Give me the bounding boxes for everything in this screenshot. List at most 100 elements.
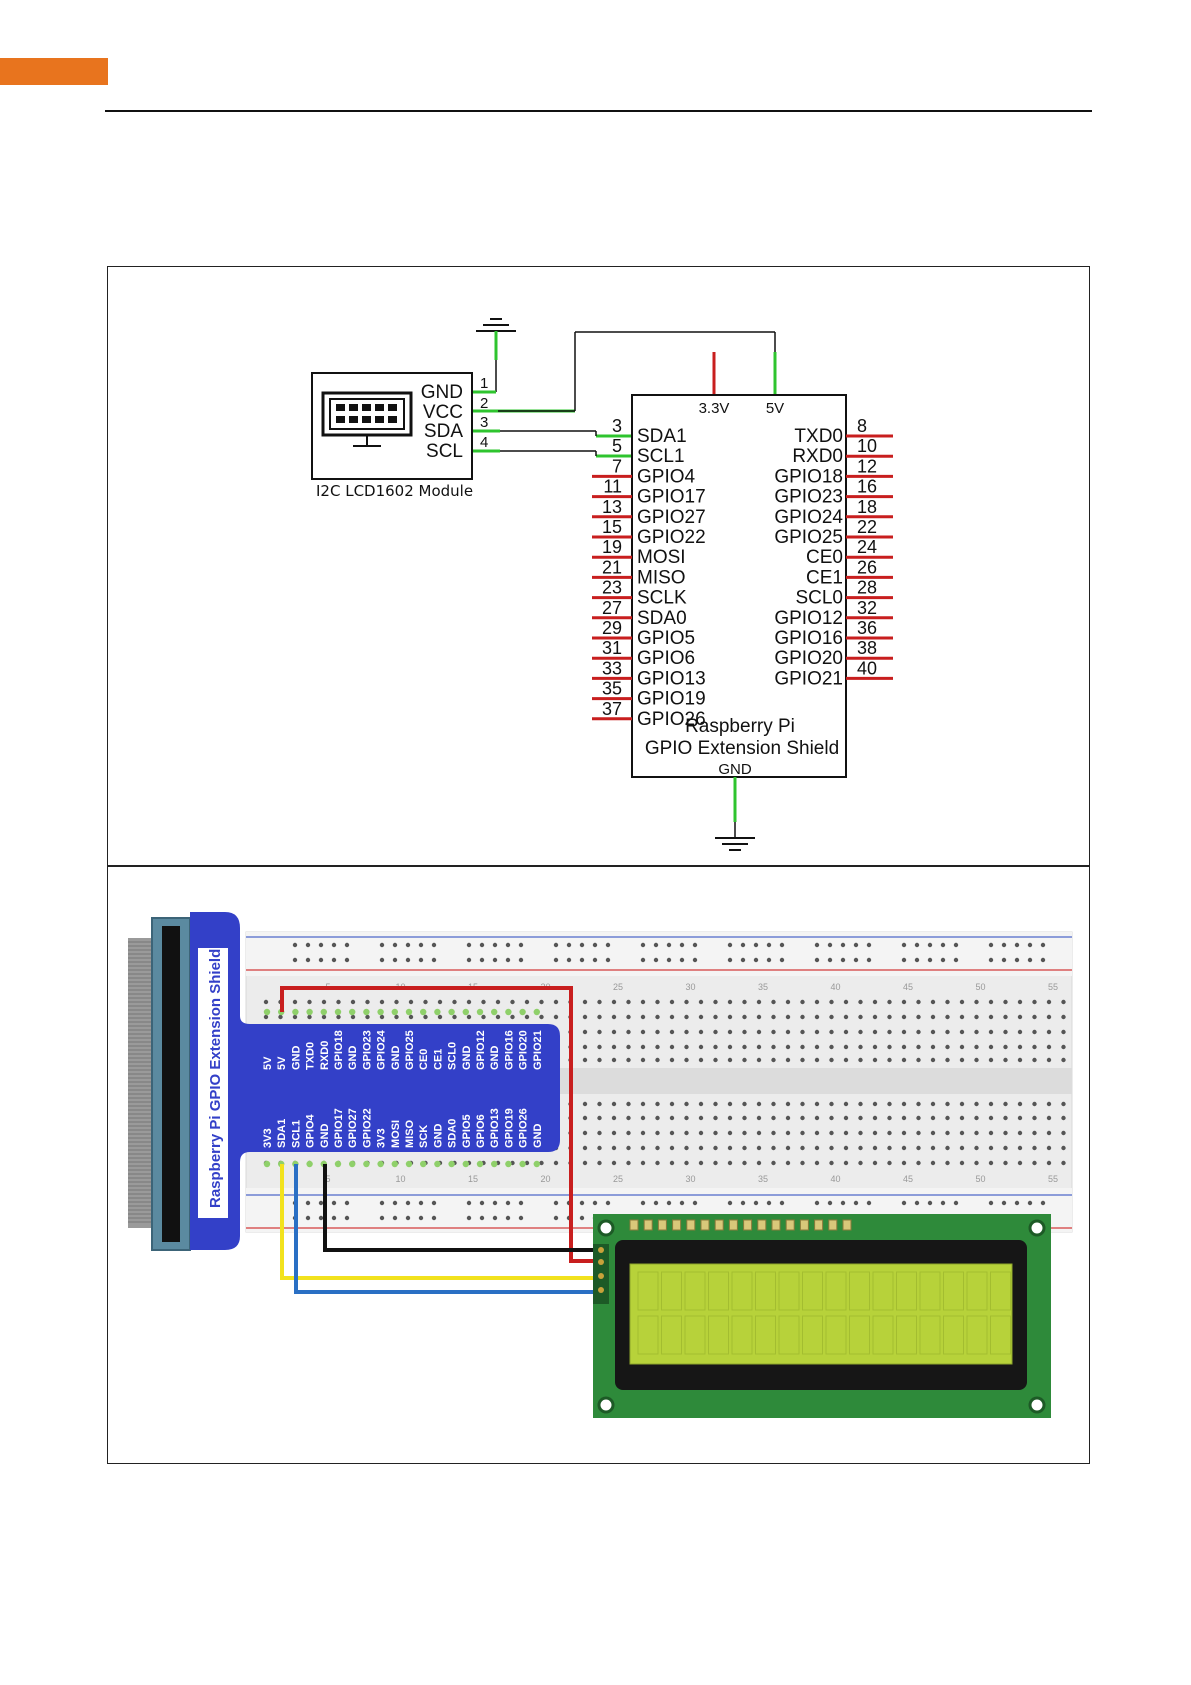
lcd-pin-num-2: 2 <box>480 395 488 412</box>
lcd-side-connector <box>593 1244 609 1304</box>
column-number: 50 <box>975 982 985 992</box>
shield-top-pin-label: GPIO24 <box>376 1029 388 1070</box>
lcd-header-pins <box>629 1219 852 1231</box>
shield-right-pin-name: CE1 <box>806 567 843 588</box>
power-3v3-label: 3.3V <box>699 400 730 417</box>
shield-top-pin-label: GPIO25 <box>404 1030 416 1070</box>
shield-left-pin-num: 19 <box>602 537 622 557</box>
shield-left-pin-num: 21 <box>602 557 622 577</box>
column-number: 15 <box>468 1174 478 1184</box>
lcd-pin-num-1: 1 <box>480 375 488 392</box>
shield-right-pin-name: TXD0 <box>794 426 843 447</box>
column-number: 45 <box>903 982 913 992</box>
schematic-diagram: GND VCC SDA SCL 1 2 3 4 I2C LCD1602 Modu… <box>311 318 893 851</box>
shield-left-pin-num: 3 <box>612 416 622 436</box>
shield-right-pin-name: GPIO21 <box>774 668 843 689</box>
shield-left-pin-name: SDA0 <box>637 608 687 629</box>
shield-left-pin-name: MOSI <box>637 547 686 568</box>
column-number: 55 <box>1048 982 1058 992</box>
shield-bottom-pin-label: GND <box>319 1124 331 1149</box>
shield-top-pin-label: CE0 <box>418 1049 430 1070</box>
shield-left-pin-num: 15 <box>602 517 622 537</box>
lcd-module-icon <box>321 391 413 447</box>
wire-black <box>323 1164 605 1252</box>
shield-left-pin-name: GPIO26 <box>637 709 706 730</box>
shield-right-pin-num: 26 <box>857 557 877 577</box>
shield-bottom-pin-label: GPIO5 <box>461 1114 473 1148</box>
shield-right-pin-num: 22 <box>857 517 877 537</box>
shield-bottom-pin-label: SCL1 <box>290 1120 302 1148</box>
shield-left-pin-name: GPIO27 <box>637 507 706 528</box>
lcd-character-grid <box>637 1271 1011 1355</box>
ground-symbol-top <box>476 318 516 332</box>
column-number: 50 <box>975 1174 985 1184</box>
shield-left-pin-name: GPIO6 <box>637 648 695 669</box>
shield-right-pin-num: 8 <box>857 416 867 436</box>
column-number: 35 <box>758 982 768 992</box>
lcd-1602 <box>593 1214 1051 1418</box>
shield-right-pin-name: GPIO12 <box>774 608 843 629</box>
column-number: 55 <box>1048 1174 1058 1184</box>
shield-left-pin-num: 7 <box>612 456 622 476</box>
shield-bottom-pin-label: MISO <box>404 1119 416 1148</box>
lcd-pin-name-1: GND <box>421 382 463 403</box>
shield-right-pin-num: 24 <box>857 537 877 557</box>
header-accent-tab <box>0 58 108 85</box>
shield-right-pin-name: GPIO16 <box>774 628 843 649</box>
shield-title-line2: GPIO Extension Shield <box>645 738 839 759</box>
shield-top-pin-label: GND <box>461 1046 473 1071</box>
extension-shield-board <box>190 912 560 1250</box>
column-number: 45 <box>903 1174 913 1184</box>
shield-top-pin-label: GPIO18 <box>333 1030 345 1070</box>
shield-top-pin-label: 5V <box>276 1056 288 1070</box>
shield-left-pin-name: SDA1 <box>637 426 687 447</box>
shield-left-pin-num: 35 <box>602 679 622 699</box>
shield-left-pin-name: GPIO5 <box>637 628 695 649</box>
header-rule <box>105 110 1092 112</box>
shield-left-pin-num: 31 <box>602 638 622 658</box>
shield-title-line1: Raspberry Pi <box>685 716 795 737</box>
lcd-pin-num-4: 4 <box>480 434 488 451</box>
shield-left-pin-num: 27 <box>602 598 622 618</box>
shield-bottom-pin-label: GND <box>432 1124 444 1149</box>
shield-bottom-pin-label: GPIO19 <box>503 1108 515 1148</box>
shield-top-pin-label: GPIO12 <box>475 1030 487 1070</box>
shield-left-pin-num: 37 <box>602 699 622 719</box>
wire-red <box>280 986 605 1263</box>
shield-bottom-pin-label: SDA1 <box>276 1119 288 1148</box>
shield-top-pin-label: GND <box>390 1046 402 1071</box>
shield-bottom-pin-label: SDA0 <box>447 1119 459 1148</box>
shield-right-pin-name: RXD0 <box>792 446 843 467</box>
shield-right-pin-name: GPIO24 <box>774 507 843 528</box>
shield-bottom-pin-label: GPIO6 <box>475 1114 487 1148</box>
column-number: 25 <box>613 982 623 992</box>
shield-left-pin-num: 11 <box>603 477 622 497</box>
shield-bottom-pin-label: GPIO4 <box>305 1113 317 1148</box>
shield-bottom-pin-label: SCK <box>418 1125 430 1148</box>
shield-right-pin-name: CE0 <box>806 547 843 568</box>
wires <box>280 986 605 1294</box>
shield-left-pin-num: 13 <box>602 497 622 517</box>
lcd-module-title: I2C LCD1602 Module <box>316 482 473 500</box>
shield-right-pin-name: SCL0 <box>795 588 843 609</box>
shield-bottom-pin-label: GPIO17 <box>333 1108 345 1148</box>
shield-right-pin-num: 40 <box>857 658 877 678</box>
shield-bottom-pin-label: GND <box>532 1124 544 1149</box>
column-number: 5 <box>325 1174 330 1184</box>
shield-bottom-pin-label: GPIO26 <box>518 1108 530 1148</box>
shield-left-pin-name: GPIO4 <box>637 466 696 487</box>
shield-left-pin-name: MISO <box>637 567 686 588</box>
shield-top-pin-label: CE1 <box>432 1049 444 1070</box>
shield-left-pin-name: SCL1 <box>637 446 685 467</box>
shield-left-pin-name: GPIO17 <box>637 487 706 508</box>
shield-right-pin-num: 38 <box>857 638 877 658</box>
shield-left-pin-num: 33 <box>602 658 622 678</box>
breadboard-diagram: 5510101515202025253030353540404545505055… <box>128 912 1073 1418</box>
extension-shield-pins <box>263 1008 540 1168</box>
shield-top-pin-label: GPIO20 <box>518 1030 530 1070</box>
shield-top-pin-label: GPIO21 <box>532 1030 544 1070</box>
shield-top-pin-label: GND <box>489 1046 501 1071</box>
